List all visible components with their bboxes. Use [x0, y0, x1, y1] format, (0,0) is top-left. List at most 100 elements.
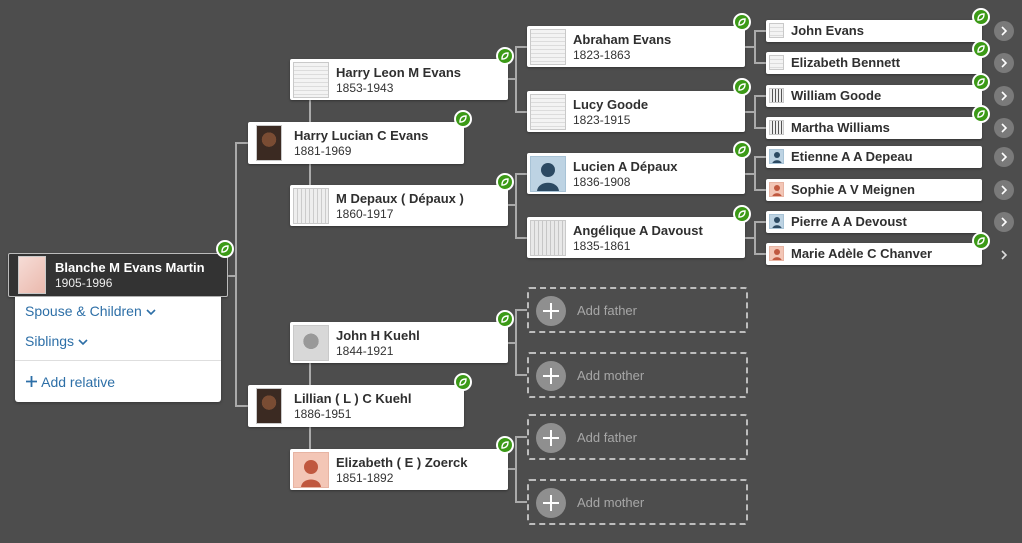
hint-leaf-icon[interactable]: [733, 205, 751, 223]
person-name: Marie Adèle C Chanver: [791, 246, 933, 261]
person-card-gen5[interactable]: Martha Williams: [766, 117, 982, 139]
hint-leaf-icon[interactable]: [496, 173, 514, 191]
person-card-grandparent[interactable]: John H Kuehl 1844-1921: [290, 322, 508, 363]
person-photo: [769, 55, 784, 70]
person-name: Etienne A A Depeau: [791, 149, 913, 164]
person-name: Elizabeth Bennett: [791, 55, 901, 70]
plus-icon: [536, 361, 566, 391]
person-photo: [530, 94, 566, 130]
female-avatar-icon: [769, 246, 784, 261]
add-father-button[interactable]: Add father: [527, 414, 748, 460]
person-dates: 1886-1951: [294, 407, 352, 421]
person-card-gen5[interactable]: Sophie A V Meignen: [766, 179, 982, 201]
person-card-gen5[interactable]: Elizabeth Bennett: [766, 52, 982, 74]
person-card-mother[interactable]: Lillian ( L ) C Kuehl 1886-1951: [248, 385, 464, 427]
spouse-children-toggle[interactable]: Spouse & Children: [25, 303, 156, 319]
person-card-great-grandparent[interactable]: Lucien A Dépaux 1836-1908: [527, 153, 745, 194]
person-card-gen5[interactable]: Pierre A A Devoust: [766, 211, 982, 233]
hint-leaf-icon[interactable]: [216, 240, 234, 258]
person-card-gen5[interactable]: Marie Adèle C Chanver: [766, 243, 982, 265]
plus-icon: [536, 423, 566, 453]
hint-leaf-icon[interactable]: [496, 47, 514, 65]
person-name: William Goode: [791, 88, 882, 103]
expand-chevron-right-icon[interactable]: [994, 147, 1014, 167]
plus-icon: [536, 296, 566, 326]
person-name: Elizabeth ( E ) Zoerck: [336, 455, 468, 470]
hint-leaf-icon[interactable]: [496, 436, 514, 454]
female-avatar-icon: [769, 182, 784, 197]
person-card-great-grandparent[interactable]: Abraham Evans 1823-1863: [527, 26, 745, 67]
expand-chevron-right-icon[interactable]: [994, 53, 1014, 73]
person-card-gen5[interactable]: John Evans: [766, 20, 982, 42]
spouse-children-label: Spouse & Children: [25, 303, 142, 319]
add-father-label: Add father: [577, 430, 637, 445]
hint-leaf-icon[interactable]: [972, 105, 990, 123]
relatives-panel: Spouse & Children Siblings Add relative: [15, 297, 221, 402]
person-name: Pierre A A Devoust: [791, 214, 907, 229]
person-dates: 1853-1943: [336, 81, 394, 95]
hint-leaf-icon[interactable]: [972, 232, 990, 250]
male-avatar-icon: [769, 214, 784, 229]
expand-chevron-right-icon[interactable]: [994, 118, 1014, 138]
male-avatar-icon: [769, 149, 784, 164]
siblings-label: Siblings: [25, 333, 75, 349]
person-name: Lucien A Dépaux: [573, 159, 678, 174]
person-card-great-grandparent[interactable]: Angélique A Davoust 1835-1861: [527, 217, 745, 258]
person-card-grandparent[interactable]: M Depaux ( Dépaux ) 1860-1917: [290, 185, 508, 226]
add-mother-button[interactable]: Add mother: [527, 352, 748, 398]
hint-leaf-icon[interactable]: [972, 8, 990, 26]
person-card-grandparent[interactable]: Elizabeth ( E ) Zoerck 1851-1892: [290, 449, 508, 490]
female-avatar-icon: [293, 452, 329, 488]
panel-divider: [15, 360, 221, 361]
add-relative-button[interactable]: Add relative: [25, 374, 115, 390]
expand-chevron-right-icon[interactable]: [994, 21, 1014, 41]
hint-leaf-icon[interactable]: [972, 73, 990, 91]
person-photo: [293, 325, 329, 361]
expand-chevron-right-icon[interactable]: [994, 245, 1014, 265]
person-photo: [530, 29, 566, 65]
person-name: Harry Lucian C Evans: [294, 128, 429, 143]
person-name: M Depaux ( Dépaux ): [336, 191, 464, 206]
hint-leaf-icon[interactable]: [733, 78, 751, 96]
hint-leaf-icon[interactable]: [454, 373, 472, 391]
siblings-toggle[interactable]: Siblings: [25, 333, 88, 349]
hint-leaf-icon[interactable]: [496, 310, 514, 328]
hint-leaf-icon[interactable]: [972, 40, 990, 58]
expand-chevron-right-icon[interactable]: [994, 86, 1014, 106]
person-photo: [256, 125, 282, 161]
person-card-father[interactable]: Harry Lucian C Evans 1881-1969: [248, 122, 464, 164]
hint-leaf-icon[interactable]: [733, 141, 751, 159]
person-card-grandparent[interactable]: Harry Leon M Evans 1853-1943: [290, 59, 508, 100]
person-name: Sophie A V Meignen: [791, 182, 915, 197]
person-dates: 1905-1996: [55, 276, 113, 290]
hint-leaf-icon[interactable]: [733, 13, 751, 31]
person-photo: [769, 88, 784, 103]
add-relative-label: Add relative: [41, 374, 116, 390]
person-card-gen5[interactable]: William Goode: [766, 85, 982, 107]
person-photo: [293, 62, 329, 98]
plus-icon: [26, 376, 37, 387]
person-name: Abraham Evans: [573, 32, 672, 47]
add-mother-label: Add mother: [577, 368, 645, 383]
person-dates: 1823-1863: [573, 48, 631, 62]
add-mother-label: Add mother: [577, 495, 645, 510]
hint-leaf-icon[interactable]: [454, 110, 472, 128]
expand-chevron-right-icon[interactable]: [994, 180, 1014, 200]
person-dates: 1851-1892: [336, 471, 394, 485]
add-father-button[interactable]: Add father: [527, 287, 748, 333]
person-card-great-grandparent[interactable]: Lucy Goode 1823-1915: [527, 91, 745, 132]
person-name: Lucy Goode: [573, 97, 649, 112]
person-dates: 1860-1917: [336, 207, 394, 221]
person-name: Angélique A Davoust: [573, 223, 703, 238]
person-name: Martha Williams: [791, 120, 890, 135]
male-avatar-icon: [530, 156, 566, 192]
expand-chevron-right-icon[interactable]: [994, 212, 1014, 232]
person-name: John Evans: [791, 23, 864, 38]
person-photo: [18, 256, 46, 294]
person-card-root[interactable]: Blanche M Evans Martin 1905-1996: [8, 253, 228, 297]
person-photo: [769, 23, 784, 38]
person-card-gen5[interactable]: Etienne A A Depeau: [766, 146, 982, 168]
add-mother-button[interactable]: Add mother: [527, 479, 748, 525]
